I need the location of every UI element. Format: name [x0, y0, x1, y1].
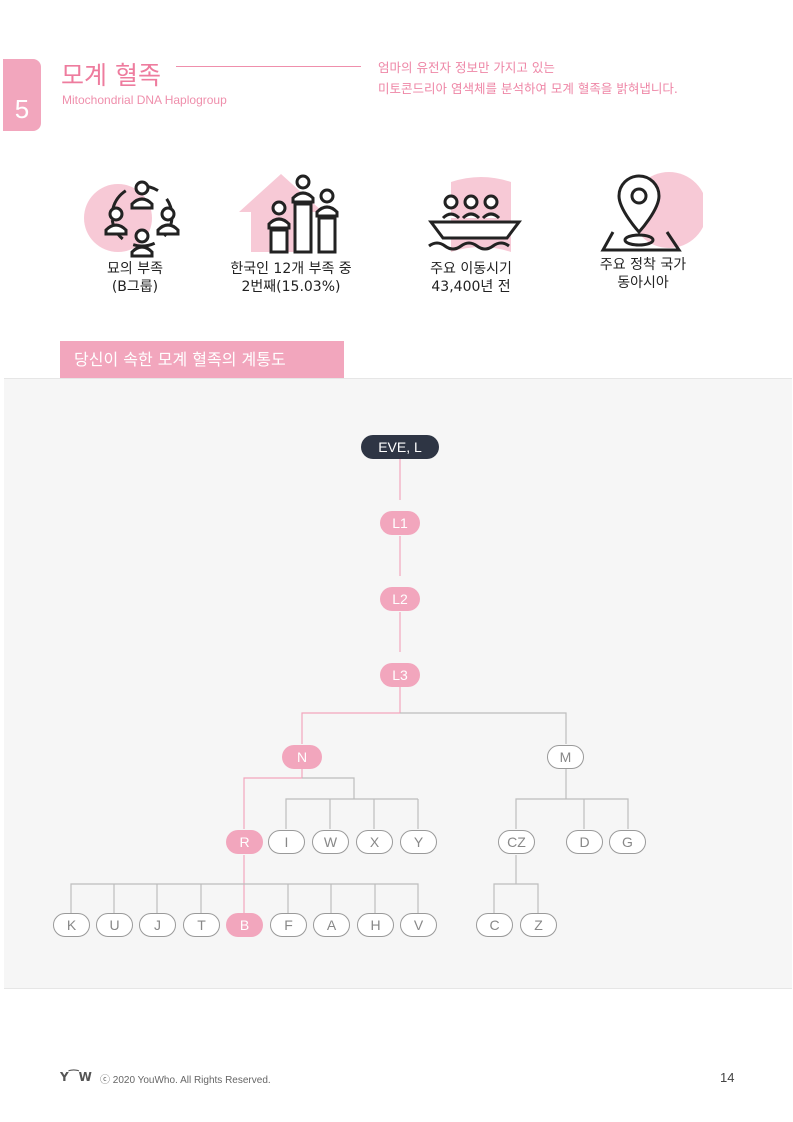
node-t: T: [183, 913, 220, 937]
node-l1: L1: [380, 511, 420, 535]
people-bars-icon: [239, 174, 339, 254]
section-subtitle: Mitochondrial DNA Haplogroup: [62, 93, 227, 107]
feature-rank: 한국인 12개 부족 중 2번째(15.03%): [206, 172, 376, 296]
node-l3: L3: [380, 663, 420, 687]
node-n: N: [282, 745, 322, 769]
node-y: Y: [400, 830, 437, 854]
node-a: A: [313, 913, 350, 937]
section-number: 5: [14, 94, 30, 124]
title-divider: [176, 66, 361, 67]
description-line-2: 미토콘드리아 염색체를 분석하여 모계 혈족을 밝혀냅니다.: [378, 81, 678, 96]
feature-tribe-line1: 묘의 부족: [107, 261, 163, 277]
node-d: D: [566, 830, 603, 854]
section-number-tab: 5: [3, 59, 41, 131]
node-cz: CZ: [498, 830, 535, 854]
page-number: 14: [720, 1070, 735, 1085]
feature-rank-line2: 2번째(15.03%): [241, 279, 341, 295]
description-line-1: 엄마의 유전자 정보만 가지고 있는: [378, 60, 555, 75]
node-r: R: [226, 830, 263, 854]
node-u: U: [96, 913, 133, 937]
haplogroup-tree-panel: EVE, L L1 L2 L3 N M R I W X Y CZ D G K U…: [4, 378, 792, 989]
feature-migration-line2: 43,400년 전: [431, 279, 511, 295]
node-h: H: [357, 913, 394, 937]
people-circle-icon: [84, 180, 180, 258]
node-x: X: [356, 830, 393, 854]
feature-migration-line1: 주요 이동시기: [430, 261, 512, 277]
node-g: G: [609, 830, 646, 854]
node-c: C: [476, 913, 513, 937]
node-b: B: [226, 913, 263, 937]
node-eve-l: EVE, L: [361, 435, 439, 459]
node-k: K: [53, 913, 90, 937]
node-l2: L2: [380, 587, 420, 611]
feature-settlement: 주요 정착 국가 동아시아: [558, 170, 728, 292]
feature-tribe-line2: (B그룹): [111, 279, 159, 295]
section-title: 모계 혈족: [61, 61, 161, 90]
node-w: W: [312, 830, 349, 854]
feature-rank-line1: 한국인 12개 부족 중: [230, 261, 352, 277]
footer-copyright: ⓒ 2020 YouWho. All Rights Reserved.: [100, 1075, 271, 1086]
node-j: J: [139, 913, 176, 937]
feature-tribe: 묘의 부족 (B그룹): [50, 172, 220, 296]
feature-settlement-line2: 동아시아: [617, 275, 669, 291]
node-f: F: [270, 913, 307, 937]
feature-settlement-line1: 주요 정착 국가: [599, 257, 687, 273]
feature-migration: 주요 이동시기 43,400년 전: [386, 172, 556, 296]
node-i: I: [268, 830, 305, 854]
node-m: M: [547, 745, 584, 769]
tree-heading: 당신이 속한 모계 혈족의 계통도: [60, 341, 344, 378]
node-v: V: [400, 913, 437, 937]
tree-connectors: [70, 459, 629, 913]
footer-logo: Y⁀W: [60, 1070, 92, 1084]
map-pin-icon: [600, 172, 703, 252]
node-z: Z: [520, 913, 557, 937]
section-description: 엄마의 유전자 정보만 가지고 있는 미토콘드리아 염색체를 분석하여 모계 혈…: [378, 57, 678, 99]
boat-migration-icon: [428, 177, 522, 252]
